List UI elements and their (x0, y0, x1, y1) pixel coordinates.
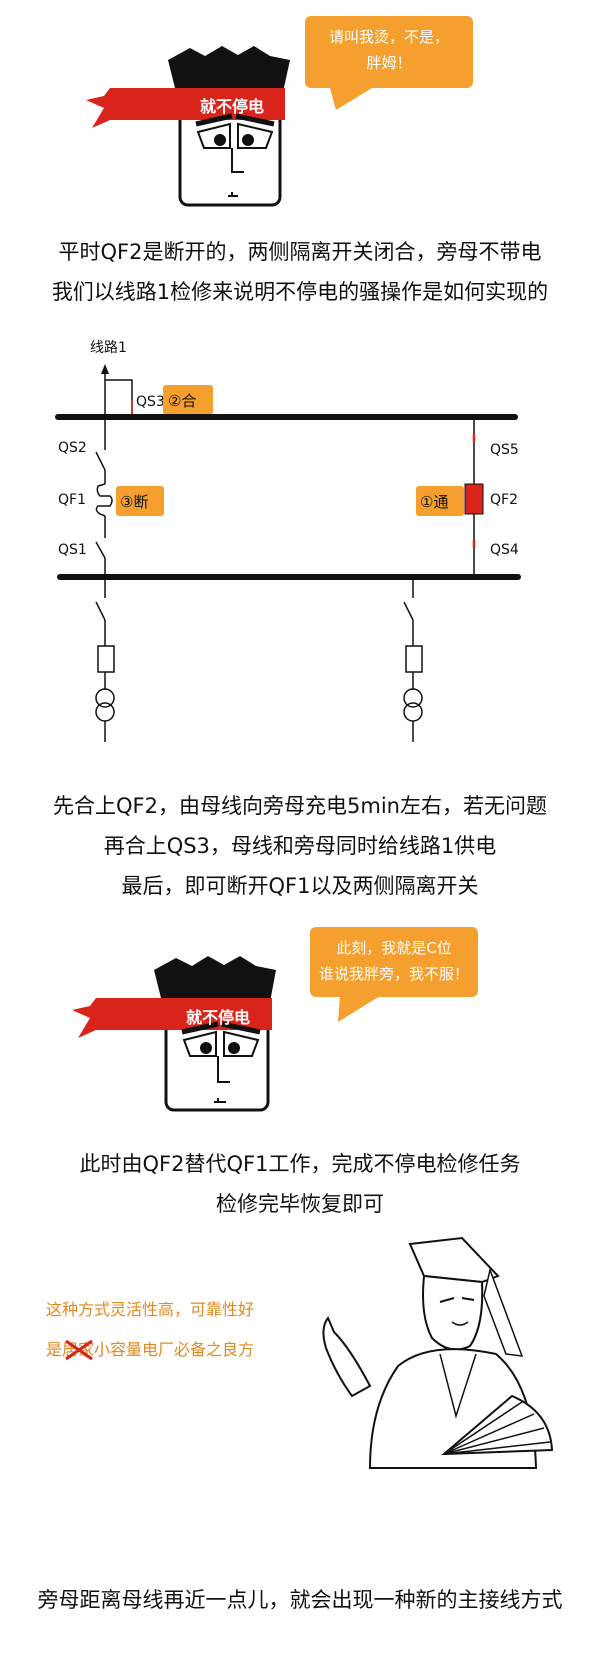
comic-face-2 (72, 956, 380, 1112)
transformer-icon (95, 702, 115, 722)
qf1-breaker-icon (95, 483, 113, 517)
tip-line-2: 是居家小容量电厂必备之良方 (46, 1336, 255, 1361)
headband-text-1: 就不停电 (200, 97, 265, 116)
speech-bubble-1: 请叫我烫，不是， 胖姆！ (305, 16, 473, 88)
tag-connect (416, 486, 464, 516)
footer-line: 旁母距离母线再近一点儿，就会出现一种新的主接线方式 (37, 1588, 563, 1612)
qf2-breaker (464, 483, 484, 515)
scholar-figure-illustration (322, 1236, 554, 1469)
breaker (97, 645, 115, 673)
qs1-label: QS1 (58, 542, 87, 558)
line1-label: 线路1 (90, 340, 127, 356)
tag-open (116, 486, 164, 516)
text-line: 平时QF2是断开的，两侧隔离开关闭合，旁母不带电 (58, 240, 542, 264)
tag-open-text: ③断 (120, 493, 148, 511)
qs2-label: QS2 (58, 440, 87, 456)
tip-text: 是 (46, 1340, 63, 1359)
comic-face-1 (86, 46, 372, 207)
speech-line: 胖姆！ (366, 54, 412, 72)
disconnect-switch (403, 601, 414, 621)
qs2-switch (95, 451, 106, 471)
speech-bubble-2: 此刻，我就是C位 谁说我胖旁，我不服！ (310, 927, 478, 997)
text-line: 最后，即可断开QF1以及两侧隔离开关 (121, 874, 479, 898)
transformer-icon (403, 688, 423, 708)
struck-text: 居家 (62, 1339, 94, 1361)
disconnect-switch (95, 601, 106, 621)
tag-connect-text: ①通 (420, 493, 448, 511)
text-line: 检修完毕恢复即可 (216, 1192, 384, 1216)
text-line: 我们以线路1检修来说明不停电的骚操作是如何实现的 (51, 280, 549, 304)
text-line: 先合上QF2，由母线向旁母充电5min左右，若无问题 (53, 794, 547, 818)
breaker (405, 645, 423, 673)
headband-text-2: 就不停电 (186, 1008, 251, 1027)
speech-line: 谁说我胖旁，我不服！ (318, 965, 469, 983)
transformer-icon (403, 702, 423, 722)
line1-arrow-icon (101, 364, 109, 374)
bypass-bus-wiring-diagram: 线路1 QS3 ②合 QS2 QF1 ③断 QS1 QS5 QF2 ①通 QS4 (55, 340, 521, 742)
qs1-switch (95, 541, 106, 559)
procedure-paragraph: 先合上QF2，由母线向旁母充电5min左右，若无问题 再合上QS3，母线和旁母同… (0, 786, 600, 906)
tag-close (163, 385, 213, 415)
intro-paragraph: 平时QF2是断开的，两侧隔离开关闭合，旁母不带电 我们以线路1检修来说明不停电的… (0, 232, 600, 312)
speech-line: 请叫我烫，不是， (328, 28, 449, 46)
qf2-label: QF2 (490, 492, 518, 508)
speech-line: 此刻，我就是C位 (336, 939, 452, 957)
qs3-label: QS3 (136, 394, 165, 410)
qs3-connection (105, 379, 133, 416)
qs4-label: QS4 (490, 542, 519, 558)
text-line: 再合上QS3，母线和旁母同时给线路1供电 (103, 834, 497, 858)
tag-close-text: ②合 (168, 392, 196, 410)
tip-text: 小容量电厂必备之良方 (94, 1340, 255, 1359)
cross-out-icon (65, 1339, 93, 1361)
transformer-icon (95, 688, 115, 708)
tip-line-1: 这种方式灵活性高，可靠性好 (46, 1300, 255, 1319)
result-paragraph: 此时由QF2替代QF1工作，完成不停电检修任务 检修完毕恢复即可 (0, 1144, 600, 1224)
text-line: 此时由QF2替代QF1工作，完成不停电检修任务 (79, 1152, 521, 1176)
qf1-label: QF1 (58, 492, 86, 508)
qs5-label: QS5 (490, 442, 519, 458)
